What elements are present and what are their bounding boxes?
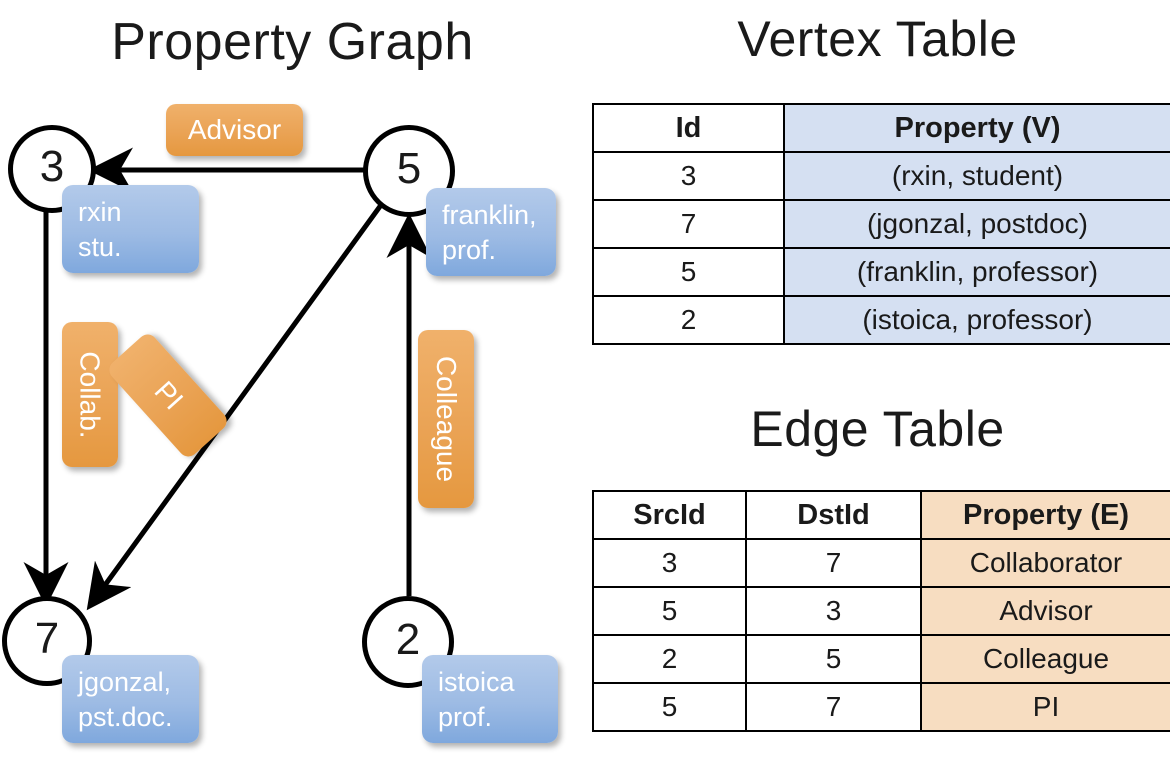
edge-row-2-dstid: 5	[745, 634, 922, 684]
edge-label-colleague: Colleague	[418, 330, 474, 508]
vertex-table-header-property: Property (V)	[783, 103, 1170, 153]
edge-row-0-srcid: 3	[592, 538, 747, 588]
edge-label-colleague-text: Colleague	[431, 355, 463, 483]
vertex-property-istoica-line2: prof.	[438, 701, 493, 732]
table-row: 5 3 Advisor	[592, 586, 1170, 636]
page-title-property-graph: Property Graph	[111, 13, 474, 71]
vertex-row-1-property: (jgonzal, postdoc)	[783, 199, 1170, 249]
edge-row-2-property: Colleague	[920, 634, 1170, 684]
graph-node-5[interactable]: 5	[363, 125, 455, 217]
vertex-row-3-id: 2	[592, 295, 785, 345]
vertex-row-3-property: (istoica, professor)	[783, 295, 1170, 345]
table-row: 3 (rxin, student)	[592, 151, 1170, 201]
edge-label-advisor-text: Advisor	[187, 114, 282, 145]
edge-row-0-property: Collaborator	[920, 538, 1170, 588]
vertex-property-istoica-line1: istoica	[438, 667, 515, 697]
table-row: 2 5 Colleague	[592, 634, 1170, 684]
vertex-property-jgonzal-line2: pst.doc.	[78, 701, 173, 732]
edge-row-3-srcid: 5	[592, 682, 747, 732]
vertex-property-istoica: istoica prof.	[422, 655, 558, 743]
edge-table-header-srcid: SrcId	[592, 490, 747, 540]
graph-node-7-label: 7	[34, 614, 60, 663]
edge-table: SrcId DstId Property (E) 3 7 Collaborato…	[592, 490, 1170, 732]
vertex-row-1-id: 7	[592, 199, 785, 249]
graph-node-2[interactable]: 2	[362, 596, 454, 688]
table-header-row: Id Property (V)	[592, 103, 1170, 153]
vertex-property-rxin-line2: stu.	[78, 231, 122, 262]
property-graph-diagram: Advisor Collab. PI Colleague 3 5 7 2 rxi…	[2, 104, 558, 743]
page-title-vertex-table: Vertex Table	[737, 11, 1018, 67]
edge-label-pi-text: PI	[147, 374, 189, 416]
graph-node-3-label: 3	[39, 142, 65, 191]
vertex-row-2-id: 5	[592, 247, 785, 297]
edge-row-3-dstid: 7	[745, 682, 922, 732]
graph-edge-arrows	[23, 147, 432, 611]
edge-table-header-property: Property (E)	[920, 490, 1170, 540]
edge-row-3-property: PI	[920, 682, 1170, 732]
vertex-row-0-property: (rxin, student)	[783, 151, 1170, 201]
table-row: 7 (jgonzal, postdoc)	[592, 199, 1170, 249]
edge-row-2-srcid: 2	[592, 634, 747, 684]
edge-row-0-dstid: 7	[745, 538, 922, 588]
edge-row-1-srcid: 5	[592, 586, 747, 636]
vertex-row-0-id: 3	[592, 151, 785, 201]
vertex-table-header-id: Id	[592, 103, 785, 153]
vertex-property-franklin-line2: prof.	[442, 234, 497, 265]
edge-row-1-dstid: 3	[745, 586, 922, 636]
table-header-row: SrcId DstId Property (E)	[592, 490, 1170, 540]
edge-row-1-property: Advisor	[920, 586, 1170, 636]
vertex-property-rxin: rxin stu.	[62, 185, 199, 273]
table-row: 2 (istoica, professor)	[592, 295, 1170, 345]
vertex-table: Id Property (V) 3 (rxin, student) 7 (jgo…	[592, 103, 1170, 345]
edge-label-advisor: Advisor	[166, 104, 303, 156]
vertex-property-franklin: franklin, prof.	[426, 188, 556, 276]
edge-label-collab-text: Collab.	[75, 350, 107, 439]
vertex-property-rxin-line1: rxin	[78, 197, 122, 227]
page-title-edge-table: Edge Table	[750, 401, 1005, 457]
edge-label-collab: Collab.	[62, 322, 118, 467]
table-row: 5 (franklin, professor)	[592, 247, 1170, 297]
edge-arrow-pi	[86, 203, 384, 611]
edge-table-header-dstid: DstId	[745, 490, 922, 540]
vertex-property-jgonzal: jgonzal, pst.doc.	[62, 655, 199, 743]
graph-node-5-label: 5	[396, 144, 422, 193]
vertex-row-2-property: (franklin, professor)	[783, 247, 1170, 297]
vertex-property-jgonzal-line1: jgonzal,	[78, 667, 172, 697]
graph-node-2-label: 2	[395, 615, 421, 664]
table-row: 3 7 Collaborator	[592, 538, 1170, 588]
table-row: 5 7 PI	[592, 682, 1170, 732]
vertex-property-franklin-line1: franklin,	[442, 200, 537, 230]
